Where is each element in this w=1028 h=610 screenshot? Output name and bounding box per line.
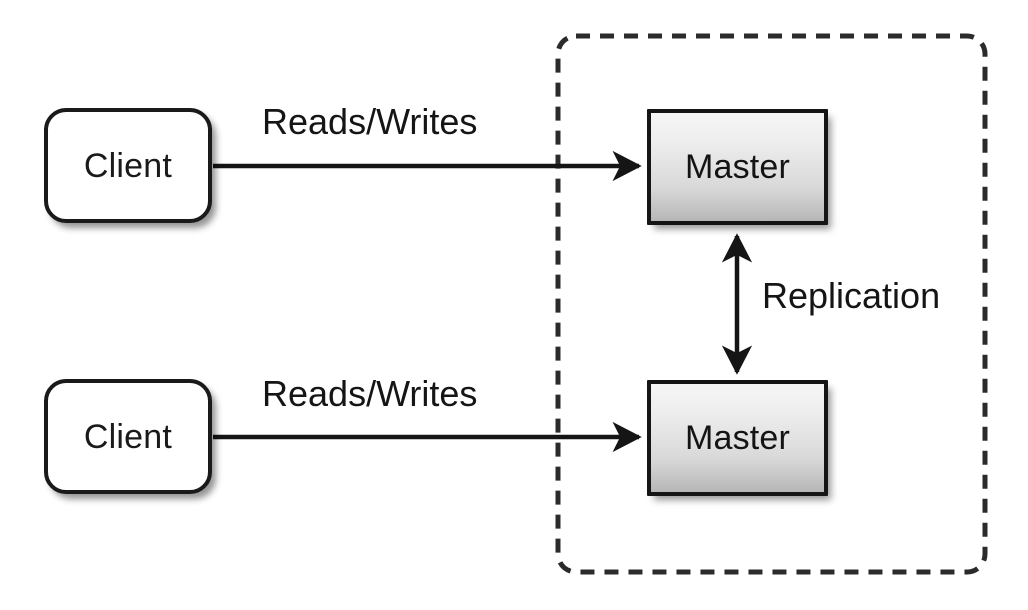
node-master-top[interactable]: Master bbox=[647, 109, 828, 225]
node-client-bottom[interactable]: Client bbox=[44, 379, 212, 494]
edge-label-reads-writes-top: Reads/Writes bbox=[262, 101, 478, 142]
node-master-top-label: Master bbox=[684, 148, 791, 186]
node-client-top-label: Client bbox=[83, 146, 173, 185]
node-client-bottom-label: Client bbox=[83, 417, 173, 456]
cluster-boundary bbox=[555, 33, 988, 575]
node-client-top[interactable]: Client bbox=[44, 108, 212, 223]
edge-label-reads-writes-bottom: Reads/Writes bbox=[262, 373, 478, 414]
node-master-bottom-label: Master bbox=[684, 419, 791, 457]
edge-label-replication: Replication bbox=[762, 275, 941, 316]
node-master-bottom[interactable]: Master bbox=[647, 380, 828, 496]
